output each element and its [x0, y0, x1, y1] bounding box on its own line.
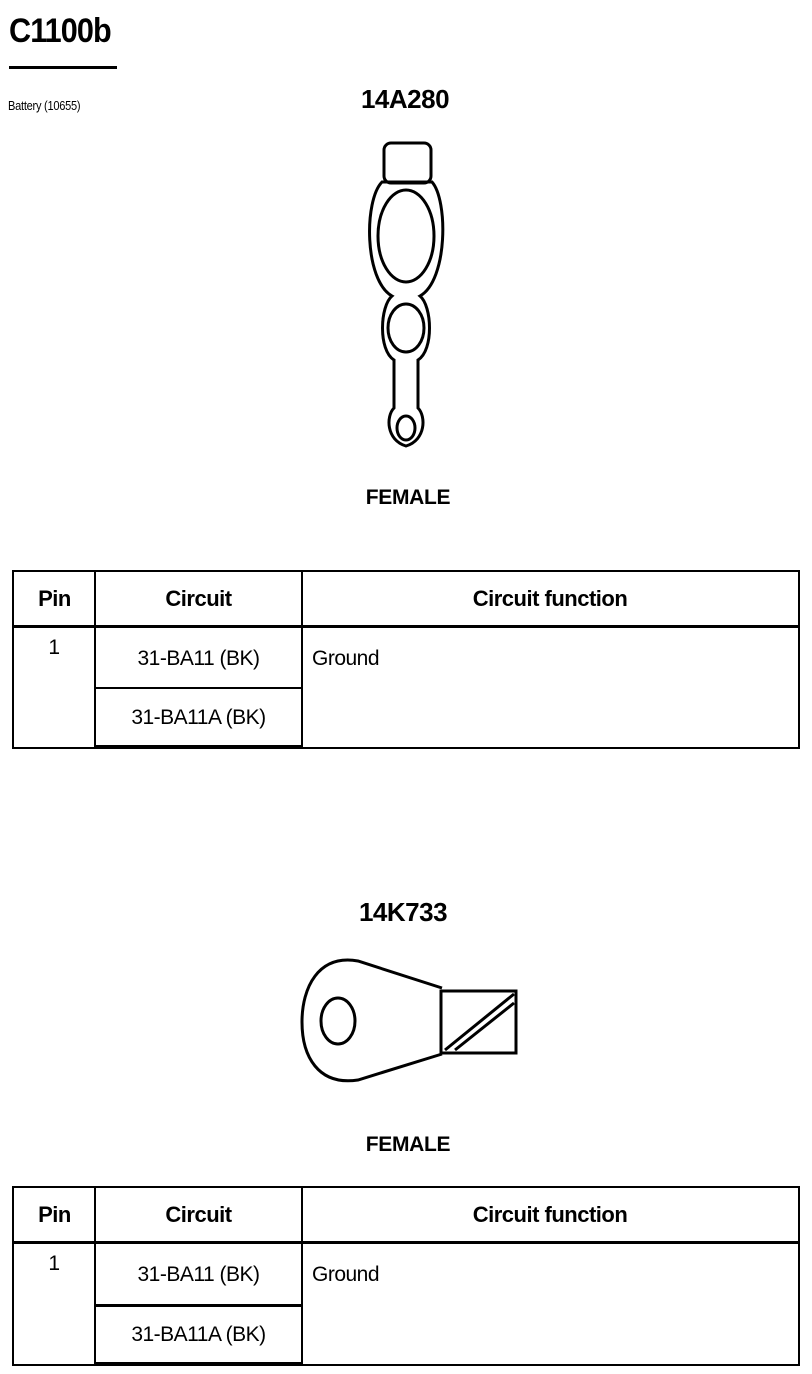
gender-label: FEMALE [365, 1133, 451, 1156]
row-divider [95, 687, 302, 689]
row-divider [95, 1362, 302, 1365]
row-divider [95, 745, 302, 748]
circuit-code: 31-BA11A (BK) [131, 705, 266, 729]
gender-label: FEMALE [365, 486, 451, 509]
ring-terminal-drawing [300, 958, 518, 1083]
header-pin: Pin [14, 1188, 95, 1244]
page-title: C1100b [9, 12, 112, 50]
column-divider [301, 1188, 303, 1364]
row-divider [95, 1304, 302, 1307]
circuit-code: 31-BA11 (BK) [137, 1263, 261, 1286]
pin-table: Pin Circuit Circuit function 1 31-BA11 (… [12, 1186, 800, 1366]
pin-table: Pin Circuit Circuit function 1 31-BA11 (… [12, 570, 800, 749]
circuit-code: 31-BA11 (BK) [137, 647, 261, 670]
header-pin: Pin [14, 572, 95, 628]
ring-terminal-drawing [368, 141, 445, 448]
column-divider [301, 572, 303, 747]
connector-part-number: 14A280 [360, 84, 450, 114]
column-divider [94, 572, 96, 747]
circuit-code: 31-BA11A (BK) [131, 1323, 266, 1346]
page-subtitle: Battery (10655) [8, 98, 81, 113]
connector-part-number: 14K733 [358, 897, 448, 927]
column-divider [94, 1188, 96, 1364]
circuit-function: Ground [312, 1263, 380, 1286]
header-circuit: Circuit [95, 1188, 302, 1244]
circuit-function: Ground [312, 647, 380, 670]
header-circuit: Circuit [95, 572, 302, 628]
title-underline [9, 66, 117, 69]
header-circuit-function: Circuit function [302, 572, 798, 628]
pin-number: 1 [48, 636, 60, 659]
pin-number: 1 [48, 1252, 60, 1275]
header-circuit-function: Circuit function [302, 1188, 798, 1244]
